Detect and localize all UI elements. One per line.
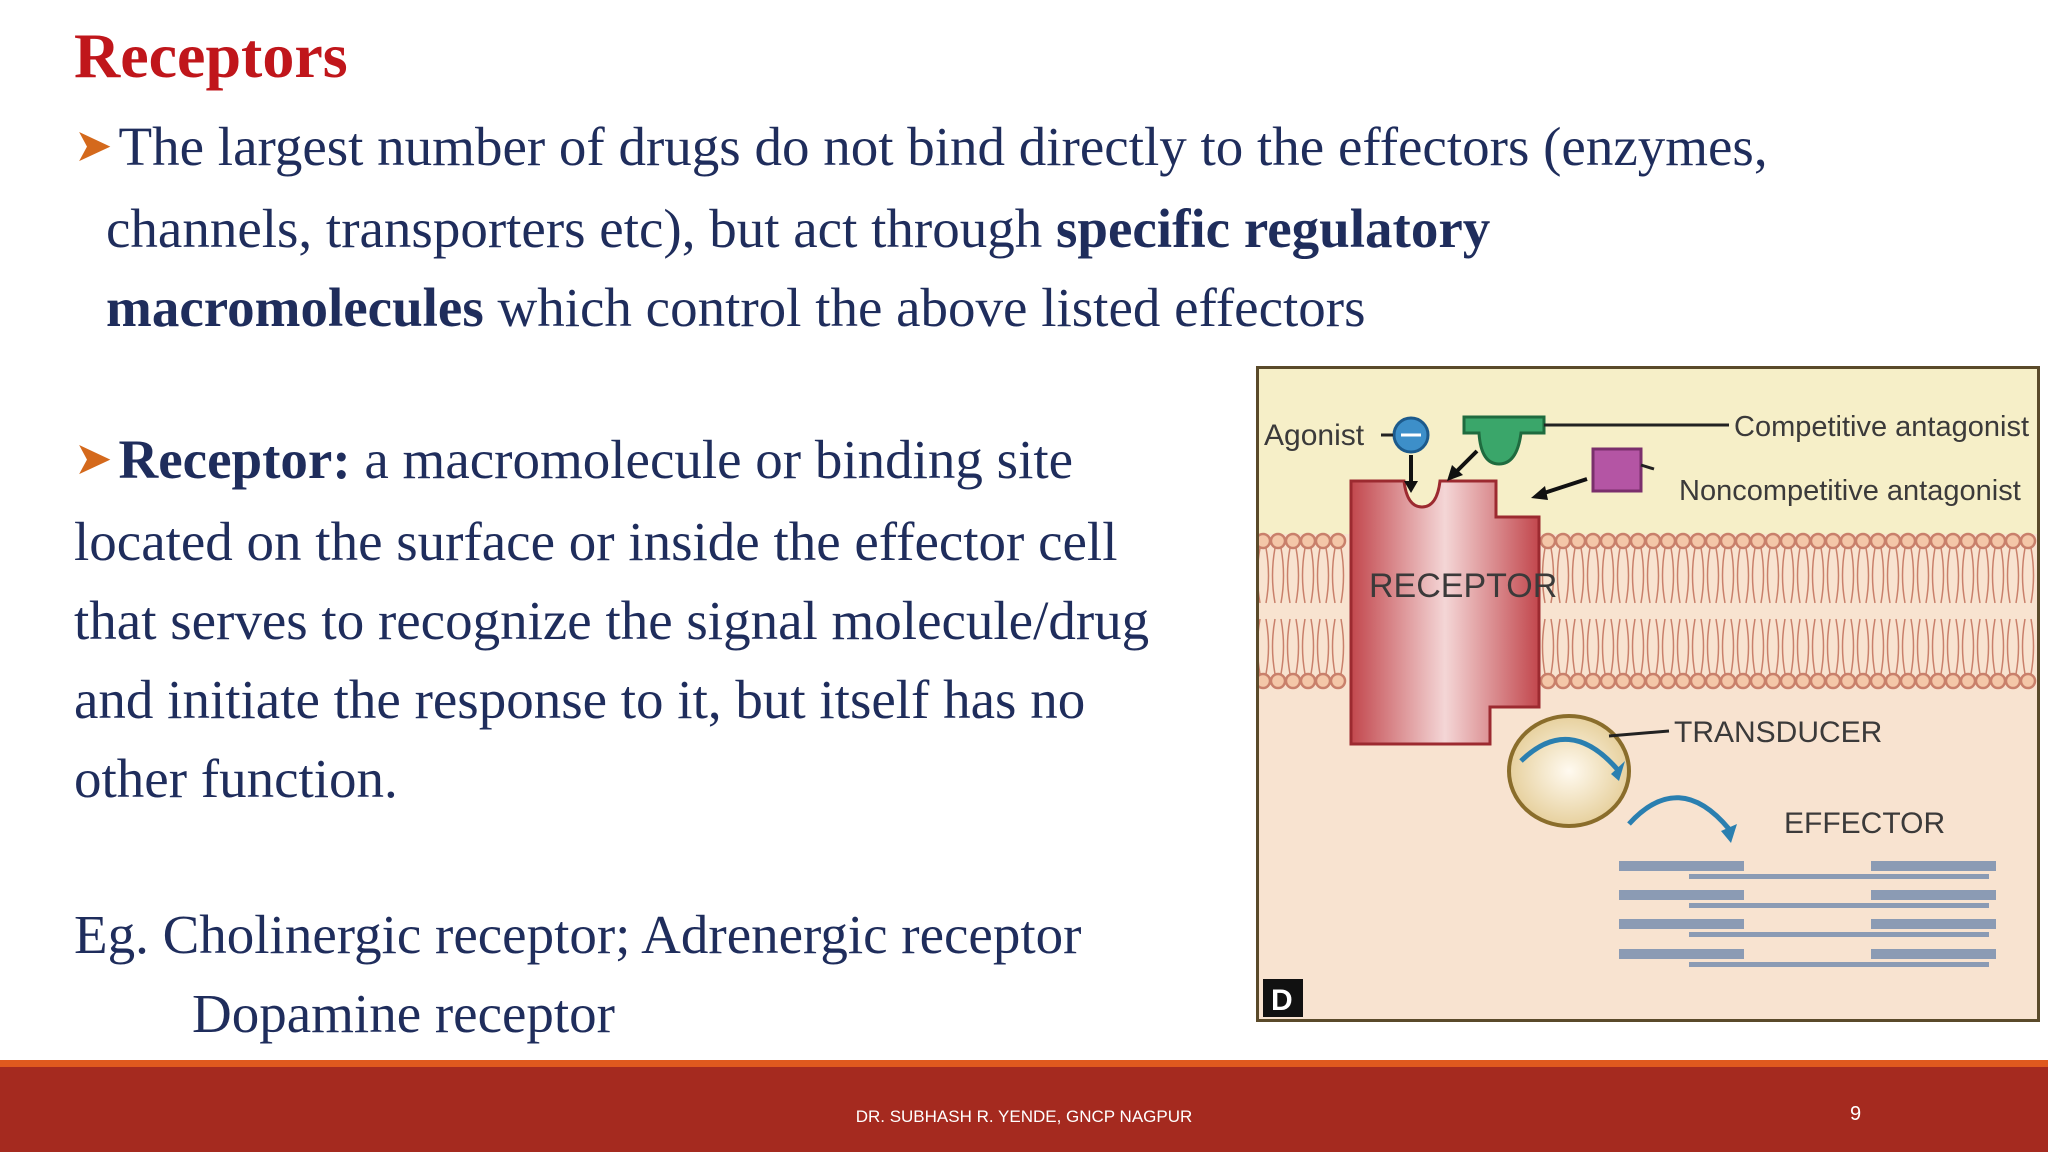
- effector-arrow: [1627, 795, 1731, 831]
- receptor-shape: [1349, 479, 1541, 746]
- panel-label: D: [1271, 984, 1293, 1017]
- point2-line5: other function.: [74, 748, 398, 809]
- agonist-label: Agonist: [1264, 419, 1365, 452]
- footer-author: DR. SUBHASH R. YENDE, GNCP NAGPUR: [855, 1107, 1193, 1126]
- footer-bar: [0, 1067, 2048, 1152]
- receptor-diagram-svg: RECEPTOR Agonist Competitive antagonist …: [1259, 369, 2037, 1019]
- point2-line1: ➤Receptor: a macromolecule or binding si…: [74, 420, 1264, 502]
- panel-label-box: [1263, 979, 1303, 1017]
- transducer-arrow: [1519, 737, 1619, 771]
- transducer-label: TRANSDUCER: [1674, 716, 1882, 749]
- point1-line2-text: channels, transporters etc), but act thr…: [106, 198, 1056, 259]
- competitive-antagonist-molecule: [1462, 415, 1546, 466]
- point1-line1: The largest number of drugs do not bind …: [118, 116, 1768, 177]
- competitive-antagonist-label: Competitive antagonist: [1734, 411, 2029, 443]
- point1-line2: channels, transporters etc), but act thr…: [74, 189, 1974, 268]
- receptor-label: RECEPTOR: [1369, 567, 1557, 605]
- effector-bars: [1619, 861, 1996, 967]
- bullet-point-2: ➤Receptor: a macromolecule or binding si…: [74, 420, 1264, 818]
- slide-title: Receptors: [74, 20, 348, 91]
- point1-line3: macromolecules which control the above l…: [74, 268, 1974, 347]
- example-line1: Eg. Cholinergic receptor; Adrenergic rec…: [74, 904, 1082, 965]
- effector-label: EFFECTOR: [1784, 807, 1945, 840]
- point1-line3-bold: macromolecules: [106, 277, 484, 338]
- point2-line2: located on the surface or inside the eff…: [74, 511, 1118, 572]
- footer-accent-line: [0, 1060, 2048, 1067]
- point1-line2-bold: specific regulatory: [1055, 198, 1491, 259]
- lipid-bilayer: [1259, 532, 2037, 690]
- receptor-term: Receptor:: [118, 429, 351, 490]
- point2-line1-text: a macromolecule or binding site: [350, 429, 1074, 490]
- bullet-point-1: ➤The largest number of drugs do not bind…: [74, 107, 1974, 347]
- noncompetitive-antagonist-label: Noncompetitive antagonist: [1679, 475, 2021, 507]
- example-line2: Dopamine receptor: [192, 983, 616, 1044]
- transducer-shape: [1507, 714, 1631, 828]
- receptor-diagram: RECEPTOR Agonist Competitive antagonist …: [1256, 366, 2040, 1022]
- example-text: Eg. Cholinergic receptor; Adrenergic rec…: [74, 895, 1081, 1053]
- point2-line3: that serves to recognize the signal mole…: [74, 590, 1150, 651]
- arrow-bullet-icon: ➤: [74, 431, 113, 485]
- noncompetitive-antagonist-molecule: [1591, 447, 1643, 493]
- arrow-bullet-icon: ➤: [74, 118, 113, 172]
- point1-line3-text: which control the above listed effectors: [483, 277, 1366, 338]
- page-number: 9: [1850, 1103, 1862, 1125]
- point2-line4: and initiate the response to it, but its…: [74, 669, 1086, 730]
